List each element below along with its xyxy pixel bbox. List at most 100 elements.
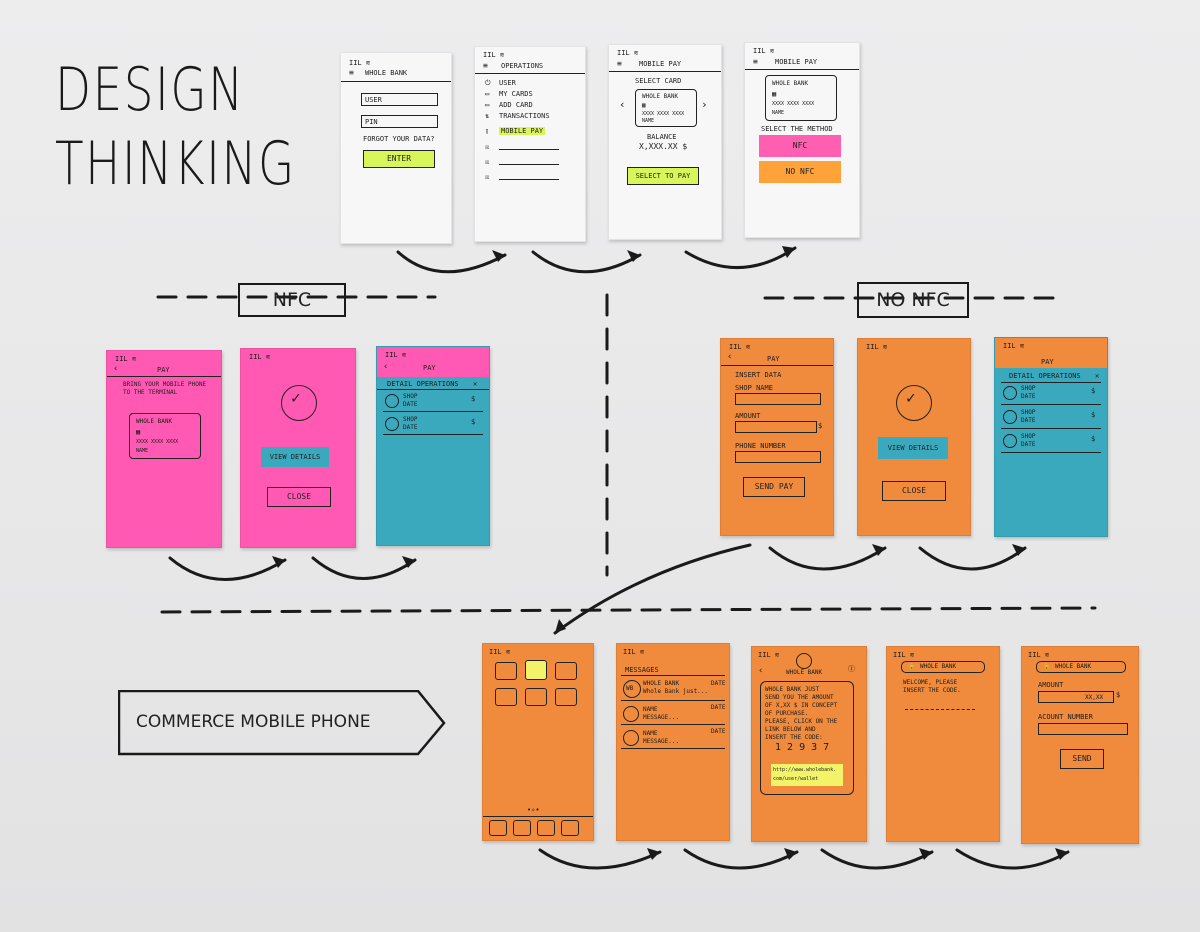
app-icon[interactable]: [525, 688, 547, 706]
sketch-nonfc-pay: ııl ≋ ‹ PAY INSERT DATA SHOP NAME AMOUNT…: [720, 338, 834, 536]
send-button[interactable]: SEND: [1060, 749, 1104, 769]
signal-icon: ııl ≋: [489, 648, 511, 656]
enter-button[interactable]: ENTER: [363, 150, 435, 168]
sketch-nfc-pay: ııl ≋ ‹ PAY BRING YOUR MOBILE PHONE TO T…: [106, 350, 222, 548]
back-icon[interactable]: ‹: [113, 364, 119, 374]
close-icon[interactable]: ✕: [1095, 372, 1100, 380]
op-item-cards[interactable]: MY CARDS: [499, 90, 533, 98]
subheader-divider: [377, 389, 489, 390]
close-icon[interactable]: ✕: [473, 380, 478, 388]
sketch-mobile-pay: ııl ≋ ≡ MOBILE PAY SELECT CARD ‹ › WHOLE…: [608, 44, 722, 240]
close-button[interactable]: CLOSE: [882, 481, 946, 501]
dock-icon[interactable]: [561, 820, 579, 836]
row-shop: SHOP: [403, 393, 418, 400]
op-item-add-card[interactable]: ADD CARD: [499, 101, 533, 109]
amount-label: AMOUNT: [735, 412, 761, 420]
forgot-link[interactable]: FORGOT YOUR DATA?: [363, 135, 435, 143]
link-line[interactable]: http://www.wholebank.: [773, 767, 837, 773]
method-header: MOBILE PAY: [775, 58, 818, 66]
row-date: DATE: [1021, 393, 1036, 400]
nfc-button[interactable]: NFC: [759, 135, 841, 157]
sketch-nonfc-details: ııl ≋ PAY DETAIL OPERATIONS ✕ SHOP DATE …: [994, 337, 1108, 537]
shop-name-field[interactable]: [735, 393, 821, 405]
link-highlight[interactable]: [771, 764, 843, 786]
header-divider: [475, 73, 585, 74]
back-icon[interactable]: ‹: [383, 362, 389, 372]
pin-placeholder: PIN: [365, 118, 378, 126]
arrow-com-2: [683, 848, 799, 870]
row-divider: [1001, 404, 1101, 405]
amount-field[interactable]: XX,XX: [1038, 691, 1114, 703]
balance-value: X,XXX.XX $: [639, 142, 688, 151]
chevron-right-icon[interactable]: ›: [701, 98, 708, 111]
link-line[interactable]: com/user/wallet: [773, 776, 819, 782]
signal-icon: ııl ≋: [115, 355, 137, 363]
code-input-line[interactable]: [905, 709, 975, 710]
amount-field[interactable]: [735, 421, 817, 433]
balance-label: BALANCE: [647, 133, 677, 141]
menu-icon: ≡: [753, 57, 758, 66]
user-field[interactable]: USER: [361, 93, 438, 106]
app-icon[interactable]: [495, 688, 517, 706]
message-line: OF X,XX $ IN CONCEPT: [765, 702, 838, 709]
card-bank: WHOLE BANK: [642, 93, 679, 100]
messages-app-icon[interactable]: [525, 660, 547, 680]
insert-data-label: INSERT DATA: [735, 371, 782, 379]
url-bar[interactable]: 🔒 WHOLE BANK: [1036, 661, 1126, 673]
account-field[interactable]: [1038, 723, 1128, 735]
phone-label: PHONE NUMBER: [735, 442, 786, 450]
signal-icon: ııl ≋: [1003, 342, 1025, 350]
no-nfc-button[interactable]: NO NFC: [759, 161, 841, 183]
view-details-button[interactable]: VIEW DETAILS: [878, 437, 948, 459]
op-item-user[interactable]: USER: [499, 79, 516, 87]
avatar: [1003, 386, 1017, 400]
no-nfc-section-label: NO NFC: [857, 282, 969, 318]
check-icon: ✓: [291, 388, 301, 407]
dock-icon[interactable]: [513, 820, 531, 836]
title-line-1: DESIGN: [55, 55, 245, 125]
row-amount: $: [471, 418, 476, 426]
pin-field[interactable]: PIN: [361, 115, 438, 128]
app-icon[interactable]: [555, 662, 577, 680]
message-detail-header: WHOLE BANK: [786, 669, 823, 676]
select-to-pay-button[interactable]: SELECT TO PAY: [627, 167, 699, 185]
op-item-transactions[interactable]: TRANSACTIONS: [499, 112, 550, 120]
chevron-left-icon[interactable]: ‹: [619, 98, 626, 111]
sketch-welcome: ııl ≋ 🔒 WHOLE BANK WELCOME, PLEASE INSER…: [886, 646, 1000, 842]
app-icon[interactable]: [495, 662, 517, 680]
close-button[interactable]: CLOSE: [267, 487, 331, 507]
currency-label: $: [818, 422, 823, 430]
phone-field[interactable]: [735, 451, 821, 463]
dock-icon[interactable]: [537, 820, 555, 836]
menu-icon: ≡: [617, 59, 622, 68]
placeholder-line: [499, 164, 559, 165]
info-icon[interactable]: ⓘ: [848, 665, 855, 673]
card-preview[interactable]: WHOLE BANK ▦ XXXX XXXX XXXX NAME: [635, 89, 697, 127]
app-icon[interactable]: [555, 688, 577, 706]
signal-icon: ııl ≋: [617, 49, 639, 57]
op-item-mobile-pay[interactable]: MOBILE PAY: [499, 127, 546, 135]
row-shop: SHOP: [1021, 433, 1036, 440]
view-details-button[interactable]: VIEW DETAILS: [261, 447, 329, 467]
amount-label: AMOUNT: [1038, 681, 1064, 689]
sketch-message-detail: ııl ≋ ‹ WHOLE BANK ⓘ WHOLE BANK JUST SEN…: [751, 646, 867, 842]
commerce-section-label: COMMERCE MOBILE PHONE: [118, 690, 446, 756]
message-sender: NAME: [643, 730, 658, 737]
row-amount: $: [471, 395, 476, 403]
url-bar[interactable]: 🔒 WHOLE BANK: [901, 661, 985, 673]
card-bank: WHOLE BANK: [772, 80, 809, 87]
pink-header-note: [377, 347, 489, 377]
cards-icon: ▭: [485, 90, 490, 98]
send-pay-button[interactable]: SEND PAY: [743, 477, 805, 497]
nfc-details-subheader: DETAIL OPERATIONS: [387, 380, 459, 388]
dock-icon[interactable]: [489, 820, 507, 836]
avatar: [385, 417, 399, 431]
avatar: [385, 394, 399, 408]
menu-icon: ≡: [349, 68, 354, 77]
back-icon[interactable]: ‹: [758, 666, 764, 676]
shop-name-label: SHOP NAME: [735, 384, 773, 392]
sketch-login: ııl ≋ ≡ WHOLE BANK USER PIN FORGOT YOUR …: [340, 52, 452, 244]
back-icon[interactable]: ‹: [727, 352, 733, 362]
signal-icon: ııl ≋: [729, 343, 751, 351]
